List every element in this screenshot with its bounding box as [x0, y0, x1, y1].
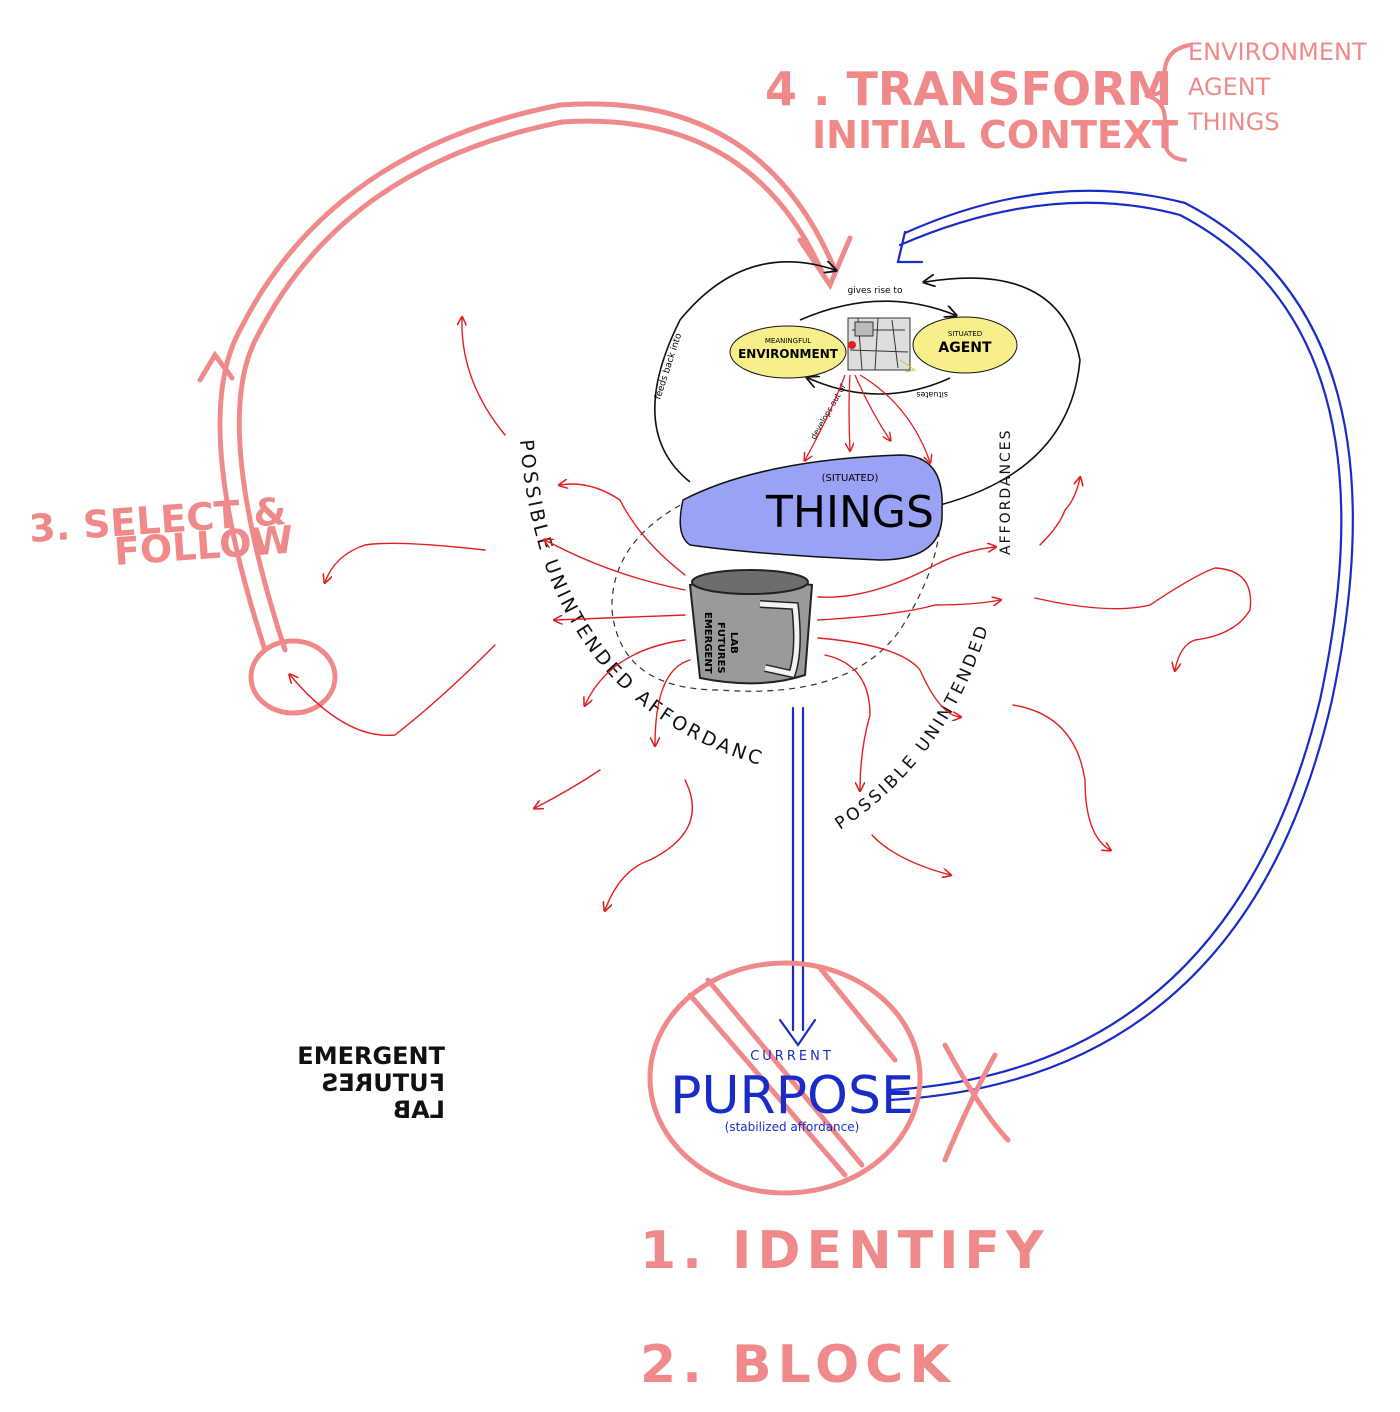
step-2-label: 2. BLOCK — [640, 1335, 956, 1395]
feeds-back-into-label: feeds back into — [653, 332, 684, 401]
agent-label: AGENT — [938, 340, 992, 356]
purpose-small-label: CURRENT — [750, 1049, 834, 1064]
mug-text-2: FUTURES — [715, 622, 726, 674]
right-affordances-label-2: AFFORDANCES — [998, 428, 1014, 555]
develops-out-of-label: develops out of — [809, 383, 848, 441]
transform-item-agent: AGENT — [1188, 73, 1271, 101]
gives-rise-to-label: gives rise to — [848, 286, 903, 296]
step-4-title: 4 . TRANSFORM — [765, 62, 1172, 116]
logo-line-1: EMERGENT — [297, 1042, 445, 1070]
core-loops — [654, 262, 1081, 506]
mug-text-3: LAB — [728, 632, 739, 654]
blue-cross-mark — [942, 1042, 1011, 1163]
logo-line-3: LAB — [393, 1096, 445, 1124]
emergent-futures-lab-logo: EMERGENT FUTURES LAB — [297, 1042, 445, 1124]
blue-feedback-loop — [778, 189, 1354, 1102]
purpose-node: CURRENT PURPOSE (stabilized affordance) — [647, 960, 1011, 1196]
core-to-things-arrows — [805, 374, 930, 462]
agent-blob — [912, 316, 1018, 374]
situates-label: situates — [916, 390, 948, 399]
purpose-circle — [647, 960, 923, 1196]
step-4-subtitle: INITIAL CONTEXT — [812, 113, 1178, 157]
step-1-label: 1. IDENTIFY — [640, 1221, 1050, 1281]
environment-blob — [729, 325, 847, 379]
purpose-sub-label: (stabilized affordance) — [725, 1120, 860, 1134]
core-cluster: MEANINGFUL ENVIRONMENT SITUATED AGENT gi… — [653, 286, 1018, 441]
mug-text-1: EMERGENT — [702, 612, 713, 674]
step-labels: 4 . TRANSFORM INITIAL CONTEXT ENVIRONMEN… — [28, 38, 1367, 1395]
things-small-label: (SITUATED) — [822, 473, 879, 484]
things-blob — [679, 454, 943, 561]
agent-small-label: SITUATED — [948, 330, 982, 338]
transform-item-environment: ENVIRONMENT — [1188, 38, 1367, 66]
right-affordances-label: POSSIBLE UNINTENDED — [832, 621, 994, 834]
logo-line-2: FUTURES — [321, 1069, 445, 1097]
purpose-strike — [687, 965, 898, 1178]
purpose-label: PURPOSE — [670, 1066, 914, 1126]
machine-sketch — [847, 317, 917, 373]
environment-small-label: MEANINGFUL — [765, 337, 811, 345]
transform-item-things: THINGS — [1187, 108, 1280, 136]
pink-feedback-loop — [197, 101, 853, 716]
mug-icon: EMERGENT FUTURES LAB — [688, 569, 814, 685]
things-label: THINGS — [765, 487, 934, 538]
left-affordances-label: POSSIBLE UNINTENDED AFFORDANCES — [0, 0, 767, 770]
transform-brace — [1144, 43, 1192, 162]
affordance-arrows — [290, 318, 1252, 910]
environment-label: ENVIRONMENT — [738, 347, 839, 361]
